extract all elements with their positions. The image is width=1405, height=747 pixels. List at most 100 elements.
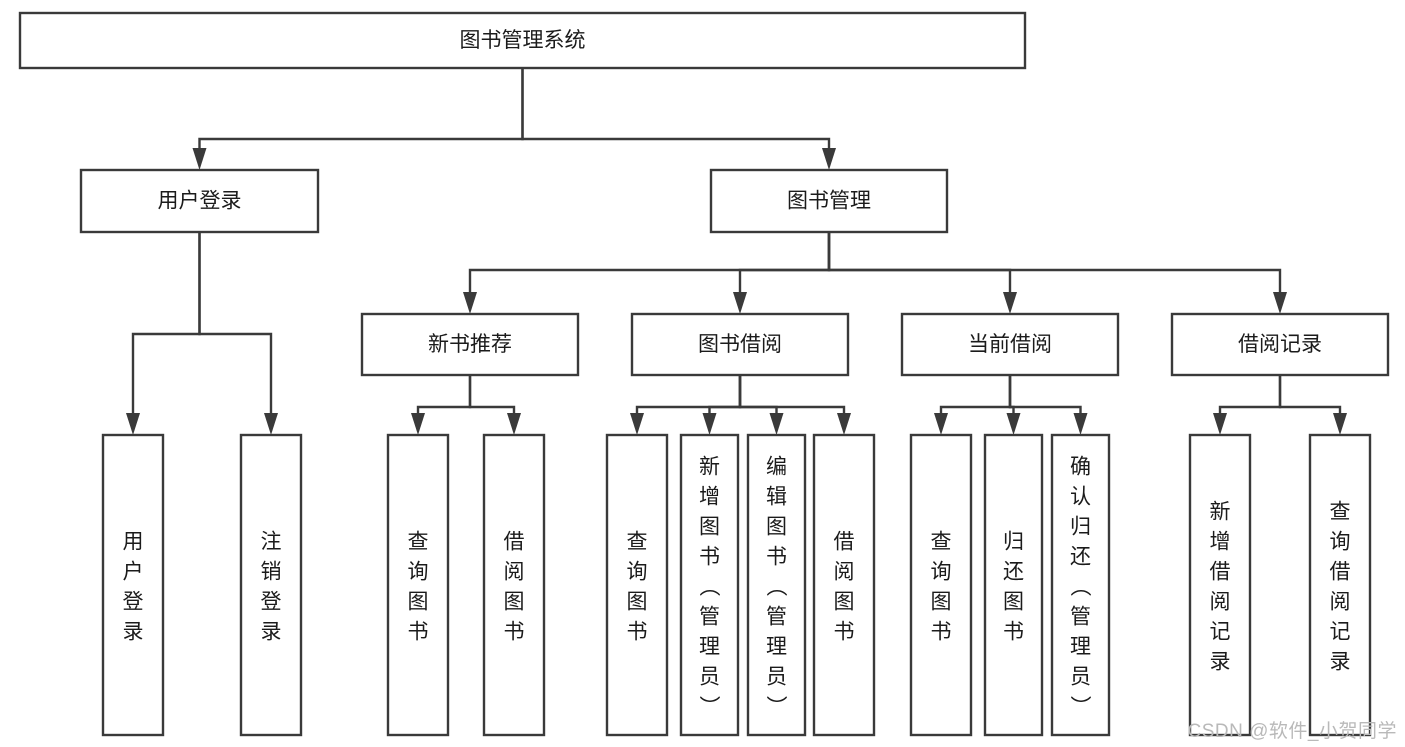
- connector-l2_book-to-l3_borrow: [733, 232, 831, 314]
- arrow-head-icon: [1006, 413, 1021, 435]
- connector-layer: [126, 68, 1347, 435]
- node-label: 新书推荐: [428, 333, 512, 356]
- node-label: 借阅图书: [834, 530, 855, 643]
- node-label: 确认归还（管理员）: [1070, 455, 1092, 718]
- node-box: [18, 11, 1027, 70]
- node-box: [709, 168, 949, 234]
- connector-root-to-l2_book: [521, 68, 836, 170]
- node-box: [679, 433, 740, 737]
- node-l2-user[interactable]: 用户登录: [79, 168, 320, 234]
- node-label: 图书借阅: [698, 333, 782, 356]
- connector-l3_borrow-to-leaf_br_borrow: [738, 375, 851, 435]
- arrow-head-icon: [126, 413, 140, 435]
- node-label: 查询借阅记录: [1330, 500, 1351, 673]
- node-box: [900, 312, 1120, 377]
- node-box: [482, 433, 546, 737]
- node-leaf-br-add[interactable]: 新增图书（管理员）: [679, 433, 740, 737]
- arrow-head-icon: [702, 413, 717, 435]
- connector-l3_current-to-leaf_cur_query: [934, 375, 1012, 435]
- connector-l2_book-to-l3_newbook: [463, 232, 831, 314]
- connector-l2_book-to-l3_record: [827, 232, 1287, 314]
- node-leaf-cur-return[interactable]: 归还图书: [983, 433, 1044, 737]
- arrow-head-icon: [630, 413, 644, 435]
- node-box: [386, 433, 450, 737]
- node-l3-borrow[interactable]: 图书借阅: [630, 312, 850, 377]
- node-leaf-user-login[interactable]: 用户登录: [101, 433, 165, 737]
- node-label: 查询图书: [627, 530, 648, 643]
- arrow-head-icon: [1003, 292, 1017, 314]
- arrow-head-icon: [837, 413, 851, 435]
- arrow-head-icon: [1073, 413, 1088, 435]
- node-label: 查询图书: [931, 530, 952, 643]
- arrow-head-icon: [507, 413, 521, 435]
- node-leaf-cur-confirm[interactable]: 确认归还（管理员）: [1050, 433, 1111, 737]
- node-l3-record[interactable]: 借阅记录: [1170, 312, 1390, 377]
- node-label: 借阅图书: [504, 530, 525, 643]
- arrow-head-icon: [822, 148, 836, 170]
- connector-l3_current-to-leaf_cur_confirm: [1008, 375, 1088, 435]
- connector-l2_book-to-l3_current: [827, 232, 1017, 314]
- node-layer: 图书管理系统用户登录图书管理新书推荐图书借阅当前借阅借阅记录用户登录注销登录查询…: [18, 11, 1390, 737]
- node-box: [746, 433, 807, 737]
- node-box: [909, 433, 973, 737]
- arrow-head-icon: [934, 413, 948, 435]
- arrow-head-icon: [1273, 292, 1287, 314]
- node-label: 借阅记录: [1238, 333, 1322, 356]
- node-label: 用户登录: [123, 530, 144, 643]
- arrow-head-icon: [733, 292, 747, 314]
- node-label: 新增借阅记录: [1210, 500, 1231, 673]
- node-label: 当前借阅: [968, 333, 1052, 356]
- node-leaf-rec-add[interactable]: 新增借阅记录: [1188, 433, 1252, 737]
- node-leaf-br-query[interactable]: 查询图书: [605, 433, 669, 737]
- node-leaf-cur-query[interactable]: 查询图书: [909, 433, 973, 737]
- node-box: [360, 312, 580, 377]
- node-leaf-user-logout[interactable]: 注销登录: [239, 433, 303, 737]
- node-box: [630, 312, 850, 377]
- watermark: CSDN @软件_小贺同学: [1187, 721, 1397, 742]
- connector-l3_newbook-to-leaf_new_query: [411, 375, 472, 435]
- node-label: 归还图书: [1003, 530, 1024, 643]
- connector-l3_newbook-to-leaf_new_borrow: [468, 375, 521, 435]
- node-label: 编辑图书（管理员）: [766, 455, 788, 718]
- node-box: [1188, 433, 1252, 737]
- node-box: [983, 433, 1044, 737]
- node-leaf-new-query[interactable]: 查询图书: [386, 433, 450, 737]
- node-leaf-br-borrow[interactable]: 借阅图书: [812, 433, 876, 737]
- node-box: [79, 168, 320, 234]
- connector-l3_record-to-leaf_rec_add: [1213, 375, 1282, 435]
- arrow-head-icon: [463, 292, 477, 314]
- arrow-head-icon: [192, 148, 207, 170]
- node-leaf-new-borrow[interactable]: 借阅图书: [482, 433, 546, 737]
- node-leaf-rec-query[interactable]: 查询借阅记录: [1308, 433, 1372, 737]
- node-leaf-br-edit[interactable]: 编辑图书（管理员）: [746, 433, 807, 737]
- node-box: [812, 433, 876, 737]
- node-l3-newbook[interactable]: 新书推荐: [360, 312, 580, 377]
- node-box: [1308, 433, 1372, 737]
- connector-l3_borrow-to-leaf_br_query: [630, 375, 742, 435]
- node-box: [1170, 312, 1390, 377]
- node-box: [1050, 433, 1111, 737]
- node-l2-book[interactable]: 图书管理: [709, 168, 949, 234]
- arrow-head-icon: [264, 413, 278, 435]
- connector-l3_borrow-to-leaf_br_edit: [738, 375, 784, 435]
- arrow-head-icon: [1333, 413, 1347, 435]
- node-label: 图书管理系统: [460, 29, 586, 52]
- connector-l3_current-to-leaf_cur_return: [1006, 375, 1021, 435]
- node-label: 查询图书: [408, 530, 429, 643]
- node-l3-current[interactable]: 当前借阅: [900, 312, 1120, 377]
- node-label: 注销登录: [261, 530, 282, 643]
- arrow-head-icon: [1213, 413, 1227, 435]
- connector-l2_user-to-leaf_user_login: [126, 232, 201, 435]
- node-box: [239, 433, 303, 737]
- arrow-head-icon: [411, 413, 425, 435]
- node-box: [101, 433, 165, 737]
- connector-l3_borrow-to-leaf_br_add: [702, 375, 742, 435]
- arrow-head-icon: [769, 413, 784, 435]
- node-label: 图书管理: [787, 190, 871, 213]
- connector-root-to-l2_user: [192, 68, 524, 170]
- node-root[interactable]: 图书管理系统: [18, 11, 1027, 70]
- connector-l3_record-to-leaf_rec_query: [1278, 375, 1347, 435]
- node-label: 用户登录: [158, 190, 242, 213]
